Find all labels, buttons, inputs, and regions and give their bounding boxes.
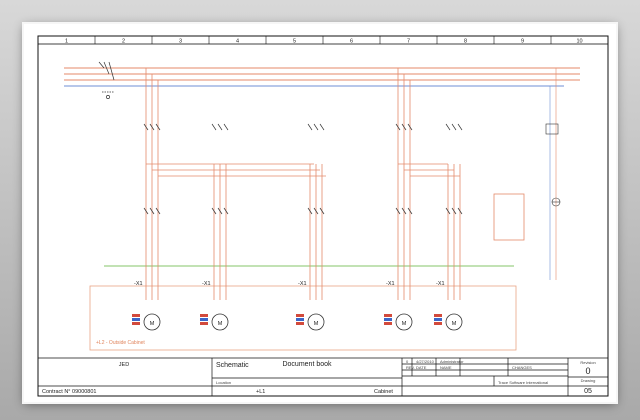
location-value: +L1 [256, 389, 265, 395]
rev-header-changes: CHANGES [512, 365, 532, 370]
column-number: 8 [464, 39, 467, 45]
drawing-label: Drawing [581, 378, 596, 383]
motor-symbol [395, 313, 413, 331]
revision-value: 0 [585, 366, 590, 376]
motor-branch: -X1M [384, 68, 413, 331]
terminal-block [132, 314, 140, 317]
motor-symbol [445, 313, 463, 331]
column-number: 3 [179, 39, 182, 45]
motor-branches: -X1M-X1M-X1M-X1M-X1M [132, 68, 525, 331]
cabinet-box-label: +L2 - Outside Cabinet [96, 340, 145, 346]
motor-symbol [211, 313, 229, 331]
rev-row-rev: 0 [406, 359, 409, 364]
column-number: 5 [293, 39, 296, 45]
drawing-value: 05 [584, 388, 592, 395]
terminal-block [434, 322, 442, 325]
column-number: 1 [65, 39, 68, 45]
software-credit: Trace Software International [498, 380, 548, 385]
terminal-block [296, 322, 304, 325]
terminal-block [384, 318, 392, 321]
terminal-block [132, 322, 140, 325]
terminal-block [200, 314, 208, 317]
terminal-block [384, 314, 392, 317]
terminal-label: -X1 [202, 281, 211, 287]
terminal-label: -X1 [134, 281, 143, 287]
terminal-block [200, 322, 208, 325]
motor-letter: M [150, 321, 155, 327]
cabinet-box [89, 285, 517, 351]
column-number: 4 [236, 39, 239, 45]
rev-row-date: 4/27/2010 [416, 359, 435, 364]
column-number: 9 [521, 39, 524, 45]
revision-label: Revision [580, 360, 595, 365]
terminal-label: -X1 [386, 281, 395, 287]
column-number: 7 [407, 39, 410, 45]
document-title: Document book [282, 361, 332, 368]
motor-branch: -X1M [132, 68, 161, 331]
motor-letter: M [402, 321, 407, 327]
drawing-type: Schematic [216, 362, 249, 369]
feeder-links [146, 163, 460, 177]
motor-letter: M [218, 321, 223, 327]
motor-branch: -X1M [434, 123, 463, 331]
column-numbers: 1 2 3 4 5 6 7 8 9 10 [65, 36, 583, 45]
column-number: 6 [350, 39, 353, 45]
rev-header-name: NAME [440, 365, 452, 370]
company-name: JED [119, 362, 129, 368]
terminal-block [296, 314, 304, 317]
terminal-block [434, 318, 442, 321]
terminal-block [384, 322, 392, 325]
motor-letter: M [452, 321, 457, 327]
auxiliary-loop [493, 193, 525, 241]
motor-branch: -X1M [200, 123, 229, 331]
title-block [38, 357, 608, 396]
rev-header-rev: REV. [406, 365, 415, 370]
terminal-block [200, 318, 208, 321]
terminal-block [296, 318, 304, 321]
motor-branch: -X1M [296, 123, 325, 331]
schematic-drawing: 1 2 3 4 5 6 7 8 9 10 +L2 - Outside Cabinet [37, 35, 609, 397]
terminal-label: -X1 [298, 281, 307, 287]
column-number: 2 [122, 39, 125, 45]
control-circuit [545, 68, 561, 280]
terminal-block [434, 314, 442, 317]
contract-number: Contract N° 09000801 [42, 389, 96, 395]
motor-letter: M [314, 321, 319, 327]
main-switch [98, 61, 115, 99]
schematic-sheet: 1 2 3 4 5 6 7 8 9 10 +L2 - Outside Cabinet [24, 24, 616, 402]
rev-row-name: Administrator [440, 359, 464, 364]
terminal-label: -X1 [436, 281, 445, 287]
busbars [64, 67, 580, 87]
motor-symbol [307, 313, 325, 331]
terminal-block [132, 318, 140, 321]
location-label: Location [216, 380, 231, 385]
column-number: 10 [576, 39, 582, 45]
rev-header-date: DATE [416, 365, 427, 370]
motor-symbol [143, 313, 161, 331]
cabinet-label: Cabinet [374, 389, 393, 395]
